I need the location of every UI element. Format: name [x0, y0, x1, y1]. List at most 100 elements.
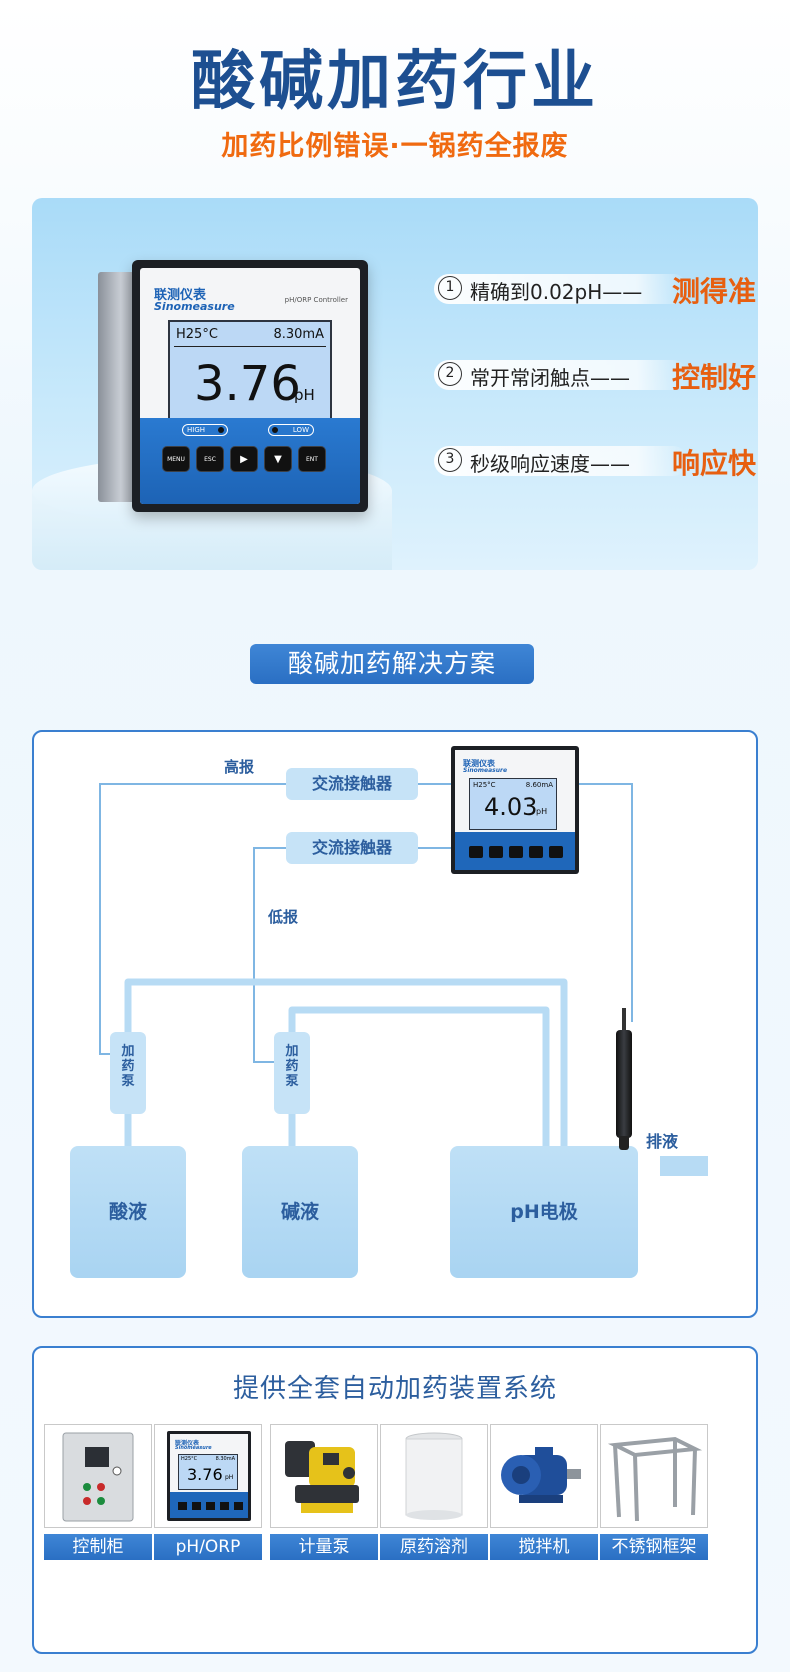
mini-brand-cn: 联测仪表	[175, 1440, 200, 1447]
high-indicator: HIGH	[182, 424, 228, 436]
small-lcd-temperature: H25°C	[473, 781, 496, 789]
chemical-tank-icon	[380, 1424, 488, 1528]
feature-emphasis: 测得准	[672, 275, 757, 308]
product-label: pH/ORP	[154, 1534, 262, 1560]
product-label: 不锈钢框架	[600, 1534, 708, 1560]
lcd-ph-value: 3.76	[194, 356, 301, 412]
small-device-face: 联测仪表 Sinomeasure H25°C 8.60mA 4.03 pH	[455, 750, 575, 870]
feature-text: 精确到0.02pH——	[470, 280, 643, 304]
high-led-icon	[218, 427, 224, 433]
dosing-diagram: 高报 低报 交流接触器 交流接触器 联测仪表 Sinomeasure H25°C…	[32, 730, 758, 1318]
small-lcd-ph-value: 4.03	[484, 793, 538, 821]
drain-label: 排液	[646, 1132, 679, 1151]
small-lcd-current: 8.60mA	[525, 781, 553, 789]
device-face: 联测仪表 Sinomeasure pH/ORP Controller H25°C…	[140, 268, 360, 504]
control-cabinet-icon	[44, 1424, 152, 1528]
feature-bar	[434, 274, 688, 304]
feature-emphasis: 控制好	[672, 361, 757, 394]
device-brand-cn: 联测仪表	[154, 288, 207, 303]
mini-lcd-temp: H25°C	[181, 1456, 198, 1462]
lcd-divider	[174, 346, 326, 347]
product-label: 计量泵	[270, 1534, 378, 1560]
ent-key: ENT	[298, 446, 326, 472]
probe-cable	[622, 1008, 626, 1032]
device-lcd: H25°C 8.30mA 3.76 pH	[168, 320, 332, 432]
high-indicator-label: HIGH	[187, 426, 206, 434]
low-led-icon	[272, 427, 278, 433]
mini-key	[234, 1502, 243, 1510]
contactor-2: 交流接触器	[286, 832, 418, 864]
wire-low-alarm	[253, 847, 286, 1063]
low-indicator: LOW	[268, 424, 314, 436]
feature-number: 3	[438, 448, 462, 472]
pipe-acid	[124, 978, 568, 1150]
mini-key	[192, 1502, 201, 1510]
feature-bar	[434, 360, 688, 390]
ph-probe-icon	[616, 1030, 632, 1138]
mini-lcd-current: 8.30mA	[215, 1456, 235, 1462]
ph-orp-controller-icon: 联测仪表 Sinomeasure H25°C 8.30mA 3.76 pH	[154, 1424, 262, 1528]
small-key	[529, 846, 543, 858]
product-label: 控制柜	[44, 1534, 152, 1560]
probe-tip	[619, 1136, 629, 1150]
system-panel: 提供全套自动加药装置系统 控制柜 联测仪表 Sinomeasure	[32, 1346, 758, 1654]
small-device-brand-en: Sinomeasure	[463, 767, 508, 774]
small-key	[489, 846, 503, 858]
product-label: 原药溶剂	[380, 1534, 488, 1560]
mini-keypad	[170, 1492, 248, 1518]
mini-device-face: 联测仪表 Sinomeasure H25°C 8.30mA 3.76 pH	[170, 1434, 248, 1518]
pump-label: 加药泵	[121, 1044, 135, 1089]
device-keypad: HIGH LOW MENU ESC ▶ ▼ ENT	[140, 418, 360, 504]
pipe-alkali	[288, 1006, 550, 1150]
metering-pump-icon	[270, 1424, 378, 1528]
mini-brand-en: Sinomeasure	[175, 1445, 212, 1451]
lcd-temperature: H25°C	[176, 327, 218, 342]
small-key	[469, 846, 483, 858]
low-alarm-label: 低报	[268, 908, 299, 926]
feature-bar	[434, 446, 688, 476]
lcd-current: 8.30mA	[273, 327, 324, 342]
mini-lcd-value: 3.76	[187, 1465, 223, 1484]
wire-device-probe	[579, 783, 633, 1022]
acid-tank: 酸液	[70, 1146, 186, 1278]
alkali-tank: 碱液	[242, 1146, 358, 1278]
small-device-lcd: H25°C 8.60mA 4.03 pH	[469, 778, 557, 830]
mixer-motor-icon	[490, 1424, 598, 1528]
ph-controller-device: 联测仪表 Sinomeasure pH/ORP Controller H25°C…	[132, 260, 368, 512]
small-key	[549, 846, 563, 858]
feature-emphasis: 响应快	[672, 447, 757, 480]
ph-tank: pH电极	[450, 1146, 638, 1278]
feature-number: 2	[438, 362, 462, 386]
page-subtitle: 加药比例错误·一锅药全报废	[221, 131, 569, 162]
menu-key: MENU	[162, 446, 190, 472]
mini-key	[178, 1502, 187, 1510]
small-device-keypad	[455, 832, 575, 870]
contactor-1: 交流接触器	[286, 768, 418, 800]
feature-text: 秒级响应速度——	[470, 452, 630, 476]
wire-high-alarm	[99, 783, 286, 1055]
mini-key	[206, 1502, 215, 1510]
mini-lcd: H25°C 8.30mA 3.76 pH	[178, 1454, 238, 1490]
down-key: ▼	[264, 446, 292, 472]
product-label: 搅拌机	[490, 1534, 598, 1560]
small-key	[509, 846, 523, 858]
dosing-pump-2: 加药泵	[274, 1032, 310, 1114]
page-title: 酸碱加药行业	[191, 45, 599, 119]
high-alarm-label: 高报	[224, 758, 255, 776]
mini-lcd-unit: pH	[225, 1474, 234, 1481]
lcd-ph-unit: pH	[294, 386, 315, 404]
steel-frame-icon	[600, 1424, 708, 1528]
drain-pipe	[660, 1156, 708, 1176]
mini-device: 联测仪表 Sinomeasure H25°C 8.30mA 3.76 pH	[167, 1431, 251, 1521]
pump-label: 加药泵	[285, 1044, 299, 1089]
solution-heading: 酸碱加药解决方案	[250, 644, 534, 684]
low-indicator-label: LOW	[292, 426, 309, 434]
dosing-pump-1: 加药泵	[110, 1032, 146, 1114]
right-key: ▶	[230, 446, 258, 472]
small-device-brand-cn: 联测仪表	[463, 759, 495, 768]
mini-key	[220, 1502, 229, 1510]
device-side-panel	[98, 272, 136, 502]
feature-number: 1	[438, 276, 462, 300]
system-title: 提供全套自动加药装置系统	[232, 1374, 557, 1404]
esc-key: ESC	[196, 446, 224, 472]
